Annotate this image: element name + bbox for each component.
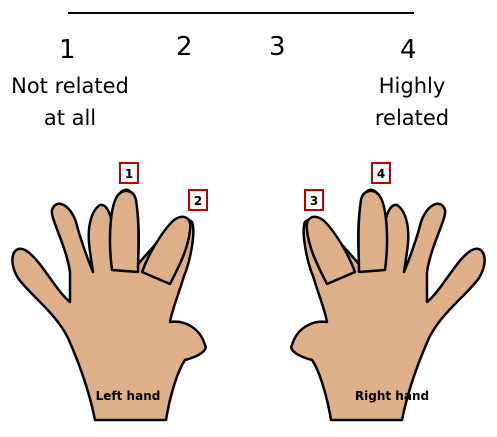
right-hand-group — [290, 188, 486, 422]
scale-high-label: Highly related — [374, 74, 450, 130]
left-hand-detail — [108, 189, 140, 274]
scale-number-2: 2 — [176, 32, 193, 62]
right-hand-label: Right hand — [355, 389, 429, 403]
finger-label-4: 4 — [371, 162, 391, 184]
finger-label-3: 3 — [304, 189, 324, 211]
scale-number-1: 1 — [59, 35, 76, 65]
scale-number-3: 3 — [269, 32, 286, 62]
scale-low-label: Not related at all — [11, 74, 129, 130]
scale-number-4: 4 — [400, 35, 417, 65]
finger-label-1: 1 — [119, 162, 139, 184]
svg-text:2: 2 — [194, 194, 202, 208]
svg-text:4: 4 — [377, 167, 385, 181]
left-hand-label: Left hand — [96, 389, 161, 403]
left-hand-index-finger — [140, 215, 192, 286]
svg-text:1: 1 — [125, 167, 133, 181]
finger-label-2: 2 — [188, 189, 208, 211]
scale-line — [68, 12, 414, 14]
svg-text:3: 3 — [310, 194, 318, 208]
